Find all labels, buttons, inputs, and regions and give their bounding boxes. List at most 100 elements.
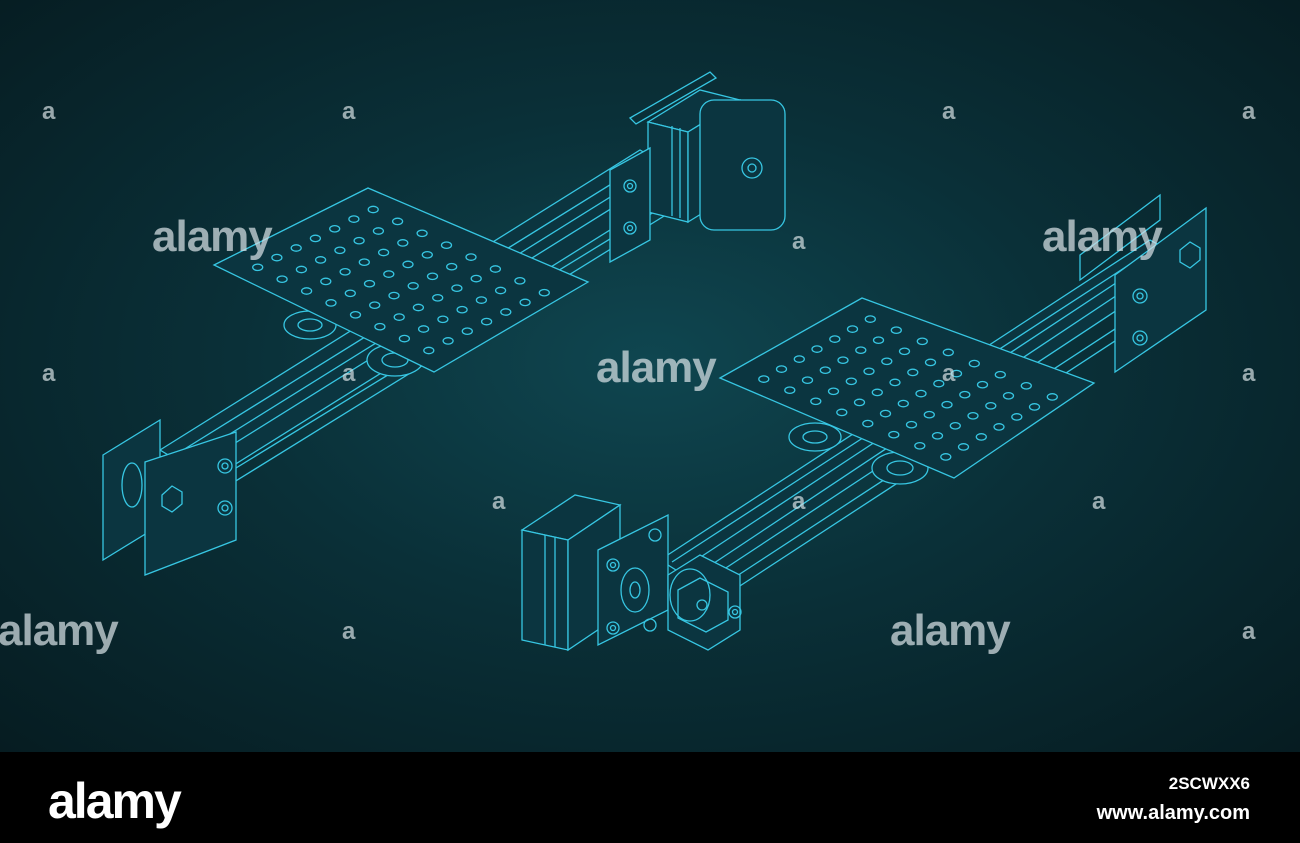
plate-hole	[437, 315, 449, 324]
plate-hole	[475, 296, 488, 304]
plate-hole	[793, 355, 805, 363]
plate-hole	[423, 346, 435, 355]
plate-hole	[959, 390, 971, 399]
plate-hole	[949, 421, 961, 430]
plate-hole	[358, 258, 370, 267]
idler-end-plate-right	[1079, 193, 1207, 374]
plate-hole	[339, 267, 351, 276]
plate-hole	[252, 263, 264, 272]
motor-mount-left	[609, 71, 718, 264]
watermark-mark: a	[1242, 360, 1256, 387]
plate-hole	[320, 277, 332, 286]
plate-hole	[888, 430, 900, 439]
plate-hole	[907, 368, 919, 377]
gantry-plate-right	[718, 297, 1096, 479]
plate-hole	[836, 408, 848, 417]
footer-logo[interactable]: alamy	[48, 773, 182, 829]
plate-hole	[465, 253, 477, 261]
plate-hole	[412, 303, 425, 312]
plate-hole	[976, 380, 989, 389]
plate-hole	[538, 288, 550, 297]
watermark-mark: a	[342, 360, 356, 387]
gantry-plate-left	[212, 187, 590, 373]
site-url[interactable]: www.alamy.com	[1096, 802, 1250, 824]
plate-hole	[417, 325, 430, 333]
plate-hole	[915, 389, 927, 398]
plate-hole	[829, 335, 841, 343]
footer-bar: alamy 2SCWXX6 www.alamy.com	[0, 752, 1300, 843]
plate-hole	[950, 369, 963, 378]
plate-hole	[519, 298, 531, 307]
plate-hole	[985, 401, 997, 410]
plate-hole	[853, 398, 866, 407]
plate-hole	[1011, 413, 1023, 421]
plate-hole	[290, 244, 302, 252]
plate-hole	[276, 275, 288, 284]
plate-hole	[446, 262, 458, 271]
plate-hole	[314, 256, 327, 264]
plate-hole	[940, 453, 952, 461]
plate-hole	[905, 420, 918, 429]
plate-hole	[923, 410, 935, 419]
plate-hole	[349, 310, 362, 319]
plate-hole	[451, 284, 463, 293]
plate-hole	[367, 205, 379, 214]
plate-hole	[897, 399, 909, 408]
plate-hole	[500, 308, 512, 316]
plate-hole	[924, 358, 937, 367]
plate-hole	[890, 326, 902, 335]
plate-hole	[1020, 381, 1032, 390]
plate-hole	[402, 260, 414, 269]
plate-hole	[827, 387, 840, 396]
plate-hole	[329, 224, 341, 233]
watermark-mark: a	[1092, 488, 1106, 515]
plate-hole	[377, 248, 390, 257]
watermark-mark: a	[342, 98, 356, 125]
plate-hole	[514, 276, 526, 285]
plate-hole	[348, 215, 360, 223]
plate-hole	[372, 227, 385, 235]
plate-hole	[931, 431, 944, 440]
image-id: 2SCWXX6	[1168, 774, 1250, 793]
plate-hole	[393, 313, 405, 321]
watermark-mark: a	[42, 360, 56, 387]
extrusion-profile-right	[667, 554, 742, 651]
watermark-mark: a	[792, 228, 806, 255]
plate-hole	[819, 366, 831, 375]
motor-mount-right	[597, 513, 669, 647]
plate-hole	[968, 359, 980, 368]
plate-hole	[941, 400, 953, 409]
plate-hole	[1046, 393, 1058, 401]
plate-hole	[881, 357, 893, 366]
watermark-brand: alamy	[1042, 212, 1163, 261]
watermark-mark: a	[492, 488, 506, 515]
watermark-brand: alamy	[152, 212, 273, 261]
watermark-mark: a	[42, 98, 56, 125]
plate-hole	[864, 315, 876, 323]
plate-hole	[801, 376, 814, 385]
plate-hole	[325, 299, 337, 307]
plate-hole	[994, 370, 1006, 379]
plate-hole	[1028, 403, 1041, 411]
plate-hole	[470, 274, 482, 283]
plate-hole	[933, 379, 945, 388]
plate-hole	[758, 375, 770, 383]
plate-hole	[388, 291, 400, 300]
watermark-mark: a	[942, 98, 956, 125]
plate-hole	[309, 234, 322, 243]
plate-hole	[334, 246, 346, 255]
plate-hole	[398, 334, 411, 343]
watermark-mark: a	[1242, 618, 1256, 645]
plate-hole	[784, 386, 796, 395]
plate-hole	[879, 409, 892, 418]
watermark-brand: alamy	[596, 343, 717, 392]
plate-hole	[975, 433, 987, 441]
plate-hole	[421, 250, 433, 259]
plate-hole	[967, 411, 979, 420]
blueprint-drawing: alamy alamy alamy alamy alamy a a a a a …	[0, 0, 1300, 752]
watermark-mark: a	[342, 618, 356, 645]
plate-hole	[383, 270, 395, 278]
plate-hole	[845, 377, 857, 386]
plate-hole	[855, 346, 867, 355]
